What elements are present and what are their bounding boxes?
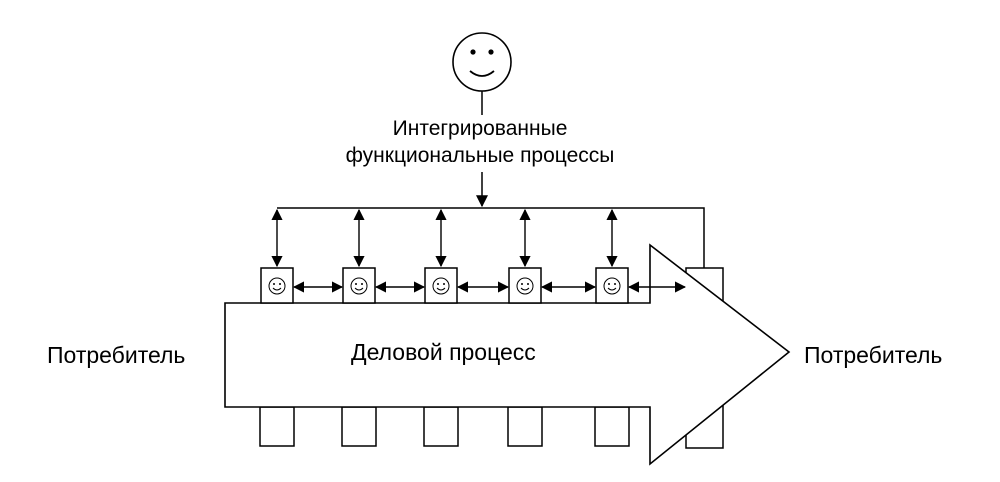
top-stations xyxy=(260,267,629,304)
integrated-label-line2: функциональные процессы xyxy=(345,144,615,167)
bottom-station-box xyxy=(507,406,543,447)
business-process-label: Деловой процесс xyxy=(351,339,536,365)
integration-bus-line xyxy=(277,207,705,268)
station-worker-icon xyxy=(508,267,542,304)
bottom-station-box xyxy=(423,406,459,447)
integrated-label-line1: Интегрированные xyxy=(392,117,568,140)
integrator-smiley-icon xyxy=(452,32,512,92)
business-process-arrow xyxy=(224,243,791,466)
consumer-right-label: Потребитель xyxy=(804,342,943,368)
vertical-arrows xyxy=(271,208,618,268)
consumer-left-label: Потребитель xyxy=(47,342,186,368)
station-worker-icon xyxy=(342,267,376,304)
station-worker-icon xyxy=(260,267,294,304)
bottom-boxes xyxy=(259,406,630,447)
bottom-station-box xyxy=(341,406,377,447)
station-worker-icon xyxy=(424,267,458,304)
bottom-station-box xyxy=(259,406,295,447)
bottom-station-box xyxy=(594,406,630,447)
station-worker-icon xyxy=(595,267,629,304)
